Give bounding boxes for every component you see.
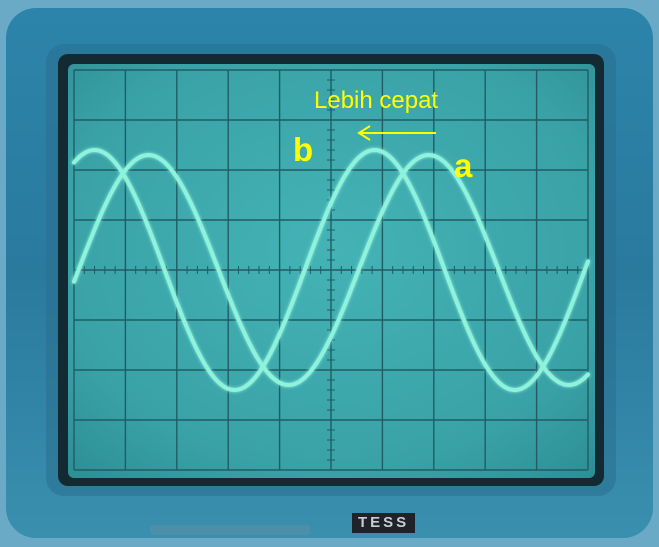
brand-plate: TESS (352, 512, 592, 534)
waveform-a (72, 152, 590, 388)
wave-b-label: b (293, 131, 314, 168)
bottom-slot (150, 525, 310, 535)
wave-a-label: a (454, 147, 473, 184)
faster-label: Lebih cepat (314, 87, 439, 114)
arrow-left-icon (357, 125, 436, 141)
brand-logo: TESS (352, 513, 416, 533)
waveform-b (72, 147, 590, 393)
graticule-ticks (73, 69, 579, 461)
